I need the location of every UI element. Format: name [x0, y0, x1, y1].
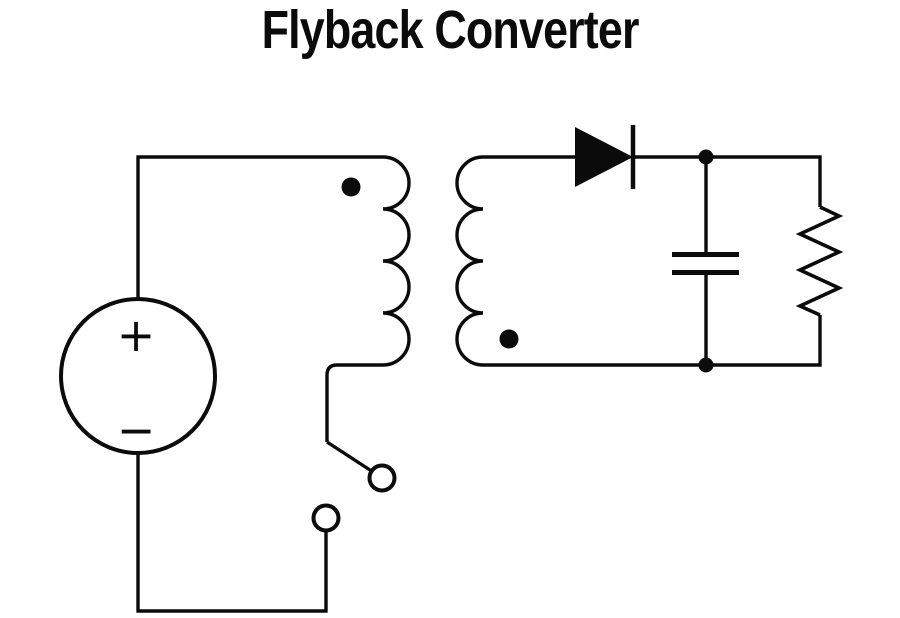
switch-blade [326, 440, 373, 473]
primary-winding [382, 155, 411, 367]
diode-triangle [575, 127, 633, 187]
diode [575, 125, 636, 189]
secondary-polarity-dot [499, 329, 519, 349]
switch [311, 440, 397, 533]
source-minus-label: − [117, 403, 156, 457]
junction-dot-top [698, 149, 714, 165]
junctions [698, 149, 714, 373]
wire-bottom-rail [483, 315, 822, 367]
secondary-winding [455, 155, 484, 367]
voltage-source-circle [59, 297, 217, 455]
switch-fixed-terminal [311, 503, 341, 533]
wire-primary-to-switch [325, 363, 383, 442]
secondary-loop [483, 155, 822, 367]
primary-polarity-dot [341, 177, 361, 197]
diagram-title-row: Flyback Converter [0, 0, 900, 60]
resistor-zigzag [795, 205, 844, 317]
switch-blade-terminal [367, 463, 397, 493]
transformer [341, 155, 519, 367]
junction-dot-bottom [698, 357, 714, 373]
diagram-title: Flyback Converter [261, 0, 640, 60]
capacitor [672, 157, 739, 365]
primary-loop [136, 155, 383, 613]
resistor [795, 205, 844, 317]
source-plus-label: + [117, 308, 156, 362]
wire-source-to-primary [136, 155, 383, 299]
dc-voltage-source: + − [59, 297, 217, 457]
wire-switch-to-source [136, 453, 328, 613]
wire-diode-to-resistor [633, 155, 822, 207]
